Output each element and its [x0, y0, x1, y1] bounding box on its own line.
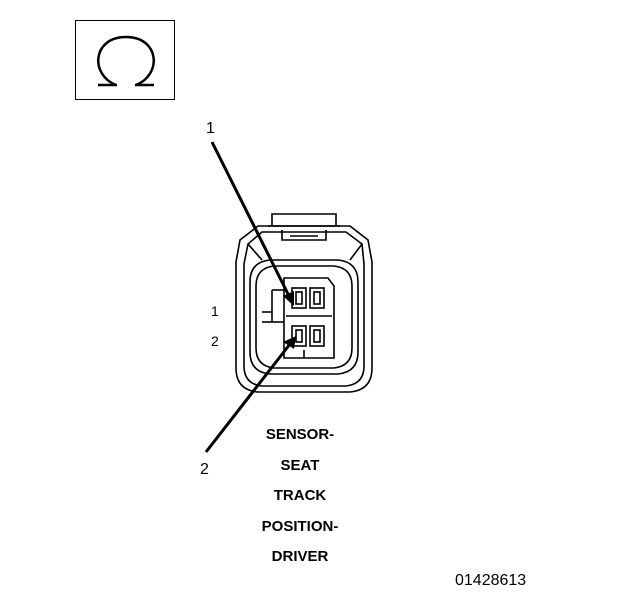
callout-2: 2	[200, 461, 209, 478]
caption-line-5: DRIVER	[271, 548, 329, 565]
figure-id: 01428613	[455, 572, 527, 589]
leader-arrow-2	[283, 336, 296, 349]
ohm-symbol-box	[75, 20, 175, 100]
caption-line-4: POSITION-	[261, 517, 339, 535]
leader-line-1	[210, 141, 292, 299]
pin-label-1: 1	[211, 303, 219, 319]
ohm-icon	[97, 35, 155, 87]
callout-1: 1	[206, 120, 215, 137]
leader-line-2	[204, 343, 292, 453]
connector-caption: SENSOR- SEAT TRACK POSITION- DRIVER	[230, 420, 370, 573]
connector-housing	[235, 213, 373, 393]
caption-line-1: SENSOR-	[265, 426, 335, 443]
pin-label-2: 2	[211, 333, 219, 349]
leader-arrow-1	[283, 291, 294, 306]
caption-line-2: SEAT	[280, 456, 320, 474]
caption-line-3: TRACK	[273, 487, 327, 504]
